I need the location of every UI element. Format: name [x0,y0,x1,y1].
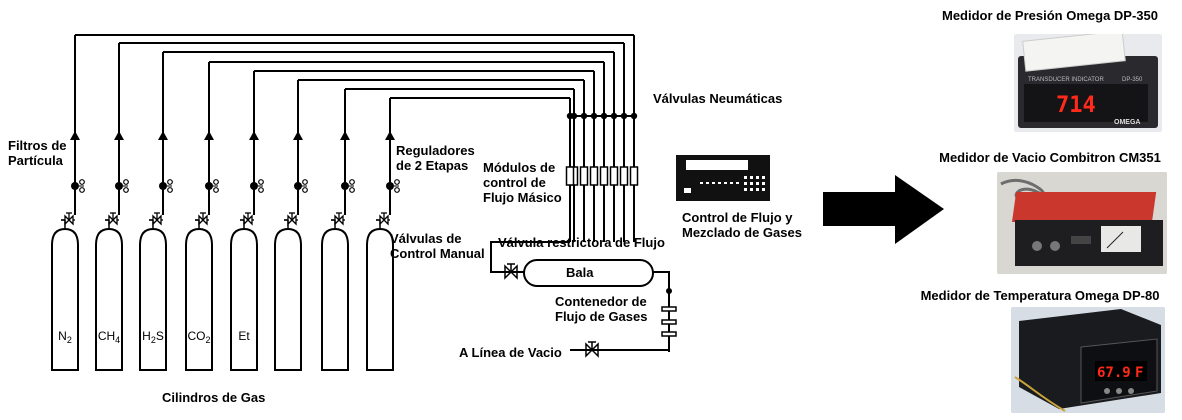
manual-valve-icon [105,213,119,224]
pressure-display-value: 714 [1056,93,1096,118]
container-label-line2: Flujo de Gases [555,309,647,324]
manual-control-valves [61,213,390,224]
flow-controller-device [676,155,770,201]
restrictor-valve-label: Válvula restrictora de Flujo [498,235,665,250]
gas-cylinder [140,220,166,370]
temperature-meter-photo: 67.9 F [1011,307,1165,413]
manual-valves-label-line2: Control Manual [390,246,485,261]
mass-flow-module [621,167,628,185]
mass-flow-module [631,167,638,185]
filter-icon [158,131,168,140]
temperature-unit: F [1135,365,1143,381]
regulator-icon [115,180,128,193]
mass-flow-module [611,167,618,185]
gas-cylinder [96,220,122,370]
bala-label: Bala [566,265,593,280]
filters-label-line2: Partícula [8,153,67,168]
regulator-icon [250,180,263,193]
mass-flow-label-line3: Flujo Másico [483,190,562,205]
particle-filters [70,131,395,140]
manual-valves-label-line1: Válvulas de [390,231,485,246]
container-label: Contenedor de Flujo de Gases [555,294,647,324]
pressure-meter-title: Medidor de Presión Omega DP-350 [924,8,1176,23]
pressure-meter-photo: TRANSDUCER INDICATOR DP-350 714 OMEGA [1014,34,1162,132]
mass-flow-label-line2: control de [483,175,562,190]
filter-icon [70,131,80,140]
manual-valve-icon [331,213,345,224]
filter-icon [249,131,259,140]
mass-flow-label-line1: Módulos de [483,160,562,175]
mass-flow-module [591,167,598,185]
filter-icon [385,131,395,140]
cylinders-label: Cilindros de Gas [162,390,265,405]
vacuum-meter-title: Medidor de Vacio Combitron CM351 [924,150,1176,165]
regulators-label-line1: Reguladores [396,143,475,158]
regulators-label-line2: de 2 Etapas [396,158,475,173]
filter-icon [293,131,303,140]
mass-flow-module [581,167,588,185]
regulator-icon [205,180,218,193]
pneumatic-valves-label: Válvulas Neumáticas [653,91,782,106]
manual-valve-icon [149,213,163,224]
regulator-icon [159,180,172,193]
two-stage-regulators [71,180,399,193]
filter-icon [340,131,350,140]
flow-control-label-line1: Control de Flujo y [682,210,802,225]
filter-icon [204,131,214,140]
gas-cylinder [322,220,348,370]
mass-flow-modules [567,167,638,185]
mass-flow-modules-label: Módulos de control de Flujo Másico [483,160,562,205]
big-arrow [823,175,944,244]
vacuum-meter-photo [997,172,1167,274]
manual-valve-icon [61,213,75,224]
gas-label: Et [238,329,250,343]
gas-cylinder [186,220,212,370]
flow-control-label-line2: Mezclado de Gases [682,225,802,240]
filter-icon [114,131,124,140]
filters-label-line1: Filtros de [8,138,67,153]
regulator-icon [341,180,354,193]
flow-control-label: Control de Flujo y Mezclado de Gases [682,210,802,240]
mass-flow-module [601,167,608,185]
regulators-label: Reguladores de 2 Etapas [396,143,475,173]
manual-valve-icon [195,213,209,224]
vacuum-line-label: A Línea de Vacio [459,345,562,360]
gas-cylinder [231,220,257,370]
manual-valves-label: Válvulas de Control Manual [390,231,485,261]
pressure-brand: OMEGA [1114,119,1140,126]
pneumatic-valves [567,113,637,119]
pressure-panel-text: TRANSDUCER INDICATOR [1028,77,1104,83]
manual-valve-icon [240,213,254,224]
filters-label: Filtros de Partícula [8,138,67,168]
gas-cylinders [52,220,393,370]
temperature-meter-title: Medidor de Temperatura Omega DP-80 [909,288,1171,303]
container-label-line1: Contenedor de [555,294,647,309]
regulator-icon [294,180,307,193]
manual-valve-icon [376,213,390,224]
regulator-icon [71,180,84,193]
gas-cylinder [275,220,301,370]
regulator-icon [386,180,399,193]
manual-valve-icon [284,213,298,224]
temperature-display-value: 67.9 [1097,365,1131,381]
gas-cylinder [52,220,78,370]
mass-flow-module [567,167,574,185]
pressure-model-text: DP-350 [1122,77,1143,83]
